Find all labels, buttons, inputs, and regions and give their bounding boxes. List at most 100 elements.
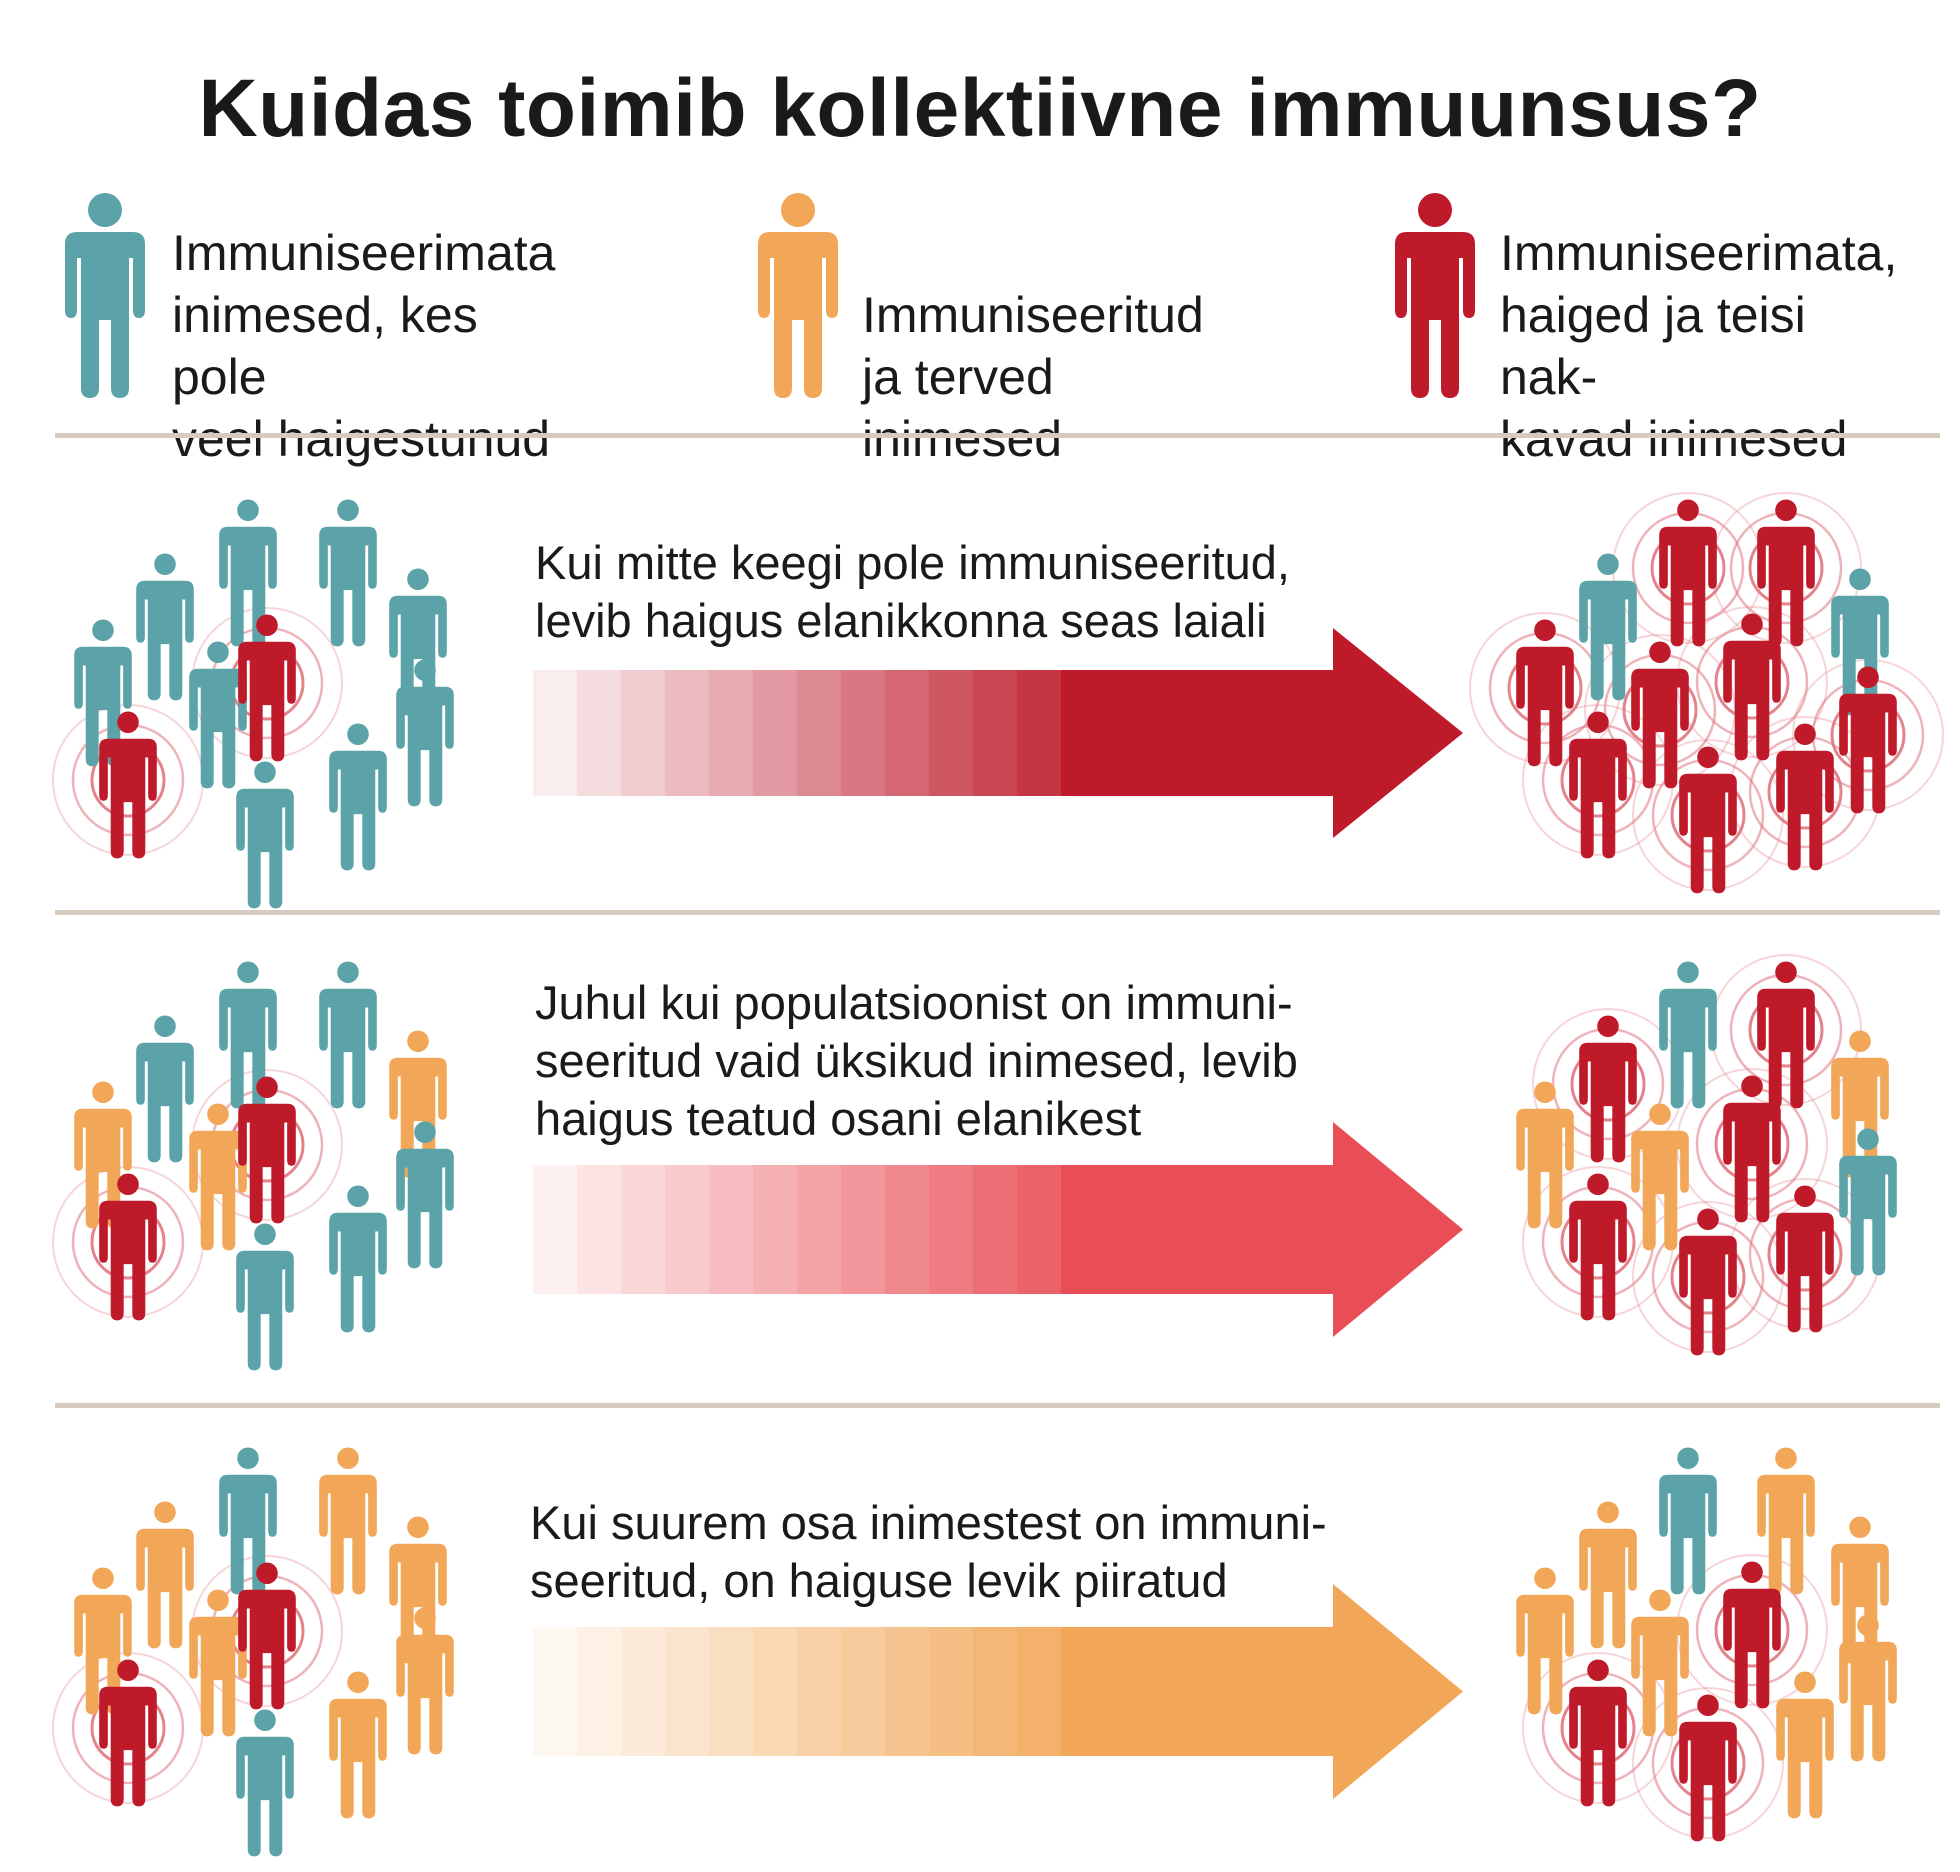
person-icon [1659, 1447, 1717, 1595]
person-icon [1659, 961, 1717, 1109]
divider [55, 910, 1940, 915]
person-icon [1839, 1614, 1897, 1762]
person-icon [1631, 641, 1689, 789]
arrow-gradient-step [841, 1165, 886, 1294]
arrow-gradient-step [1017, 1627, 1062, 1756]
person-icon [1659, 499, 1717, 647]
divider [55, 1403, 1940, 1408]
arrow-gradient-step [533, 1165, 578, 1294]
arrow-gradient-step [1017, 1165, 1062, 1294]
arrow-gradient-step [797, 670, 842, 796]
legend-unimmunized-label: Immuniseerimata inimesed, kes pole veel … [172, 225, 556, 467]
arrow-gradient-step [929, 670, 974, 796]
arrow-gradient-step [533, 670, 578, 796]
arrow-head [1333, 1584, 1463, 1799]
person-icon [1723, 1561, 1781, 1709]
arrow-gradient-step [841, 1627, 886, 1756]
arrow-body [1061, 670, 1335, 796]
person-icon [329, 1185, 387, 1333]
arrow-gradient-step [753, 1165, 798, 1294]
person-icon [74, 619, 132, 767]
arrow-gradient-step [885, 1165, 930, 1294]
spread-arrow [533, 628, 1463, 838]
person-icon [236, 1223, 294, 1371]
row-caption: Kui suurem osa inimestest on immuni- see… [530, 1496, 1327, 1607]
person-icon [329, 723, 387, 871]
person-icon [238, 1562, 296, 1710]
arrow-body [1061, 1165, 1335, 1294]
arrow-gradient-step [709, 1627, 754, 1756]
spread-arrow [533, 1122, 1463, 1337]
arrow-gradient-step [753, 670, 798, 796]
person-icon [238, 1076, 296, 1224]
arrow-gradient-step [621, 1165, 666, 1294]
row-caption: Kui mitte keegi pole immuniseeritud, lev… [535, 536, 1290, 647]
person-icon [1569, 1659, 1627, 1807]
arrow-gradient-step [885, 670, 930, 796]
arrow-head [1333, 1122, 1463, 1337]
person-icon [389, 1030, 447, 1178]
person-icon [1579, 553, 1637, 701]
legend-immunized-label: Immuniseeritud ja terved inimesed [862, 287, 1204, 467]
person-icon [136, 1501, 194, 1649]
person-icon [74, 1081, 132, 1229]
person-icon [396, 659, 454, 807]
person-icon [189, 1103, 247, 1251]
person-icon [1516, 1567, 1574, 1715]
arrow-gradient-step [973, 1627, 1018, 1756]
arrow-gradient-step [709, 670, 754, 796]
arrow-gradient-step [797, 1165, 842, 1294]
person-icon [1679, 1694, 1737, 1842]
person-icon [1723, 613, 1781, 761]
arrow-gradient-step [621, 1627, 666, 1756]
arrow-gradient-step [665, 1627, 710, 1756]
person-icon [1757, 499, 1815, 647]
person-icon [1631, 1103, 1689, 1251]
person-icon [1579, 1501, 1637, 1649]
person-icon [189, 1589, 247, 1737]
person-icon [389, 568, 447, 716]
person-icon [99, 1659, 157, 1807]
arrow-gradient-step [973, 1165, 1018, 1294]
person-icon [319, 1447, 377, 1595]
person-icon [396, 1607, 454, 1755]
person-icon [319, 499, 377, 647]
arrow-body [1061, 1627, 1335, 1756]
person-icon [1831, 1516, 1889, 1664]
arrow-gradient-step [621, 670, 666, 796]
legend-infected-label: Immuniseerimata, haiged ja teisi nak- ka… [1500, 225, 1898, 467]
person-icon [136, 1015, 194, 1163]
row-caption: Juhul kui populatsioonist on immuni- see… [535, 976, 1298, 1145]
divider [55, 433, 1940, 438]
spread-arrow [533, 1584, 1463, 1799]
person-icon [1569, 711, 1627, 859]
arrow-gradient-step [665, 670, 710, 796]
person-icon [1757, 961, 1815, 1109]
person-icon [396, 1121, 454, 1269]
person-icon [1776, 723, 1834, 871]
arrow-gradient-step [797, 1627, 842, 1756]
person-icon [236, 1709, 294, 1857]
arrow-gradient-step [1017, 670, 1062, 796]
arrow-head [1333, 628, 1463, 838]
arrow-gradient-step [885, 1627, 930, 1756]
person-icon [329, 1671, 387, 1819]
person-icon [1776, 1185, 1834, 1333]
person-icon [1776, 1671, 1834, 1819]
arrow-gradient-step [973, 670, 1018, 796]
arrow-gradient-step [577, 1165, 622, 1294]
person-icon [319, 961, 377, 1109]
person-icon [99, 1173, 157, 1321]
person-icon [1679, 746, 1737, 894]
person-icon [189, 641, 247, 789]
person-icon [136, 553, 194, 701]
arrow-gradient-step [577, 1627, 622, 1756]
page-title: Kuidas toimib kollektiivne immuunsus? [198, 63, 1762, 154]
person-icon [1631, 1589, 1689, 1737]
